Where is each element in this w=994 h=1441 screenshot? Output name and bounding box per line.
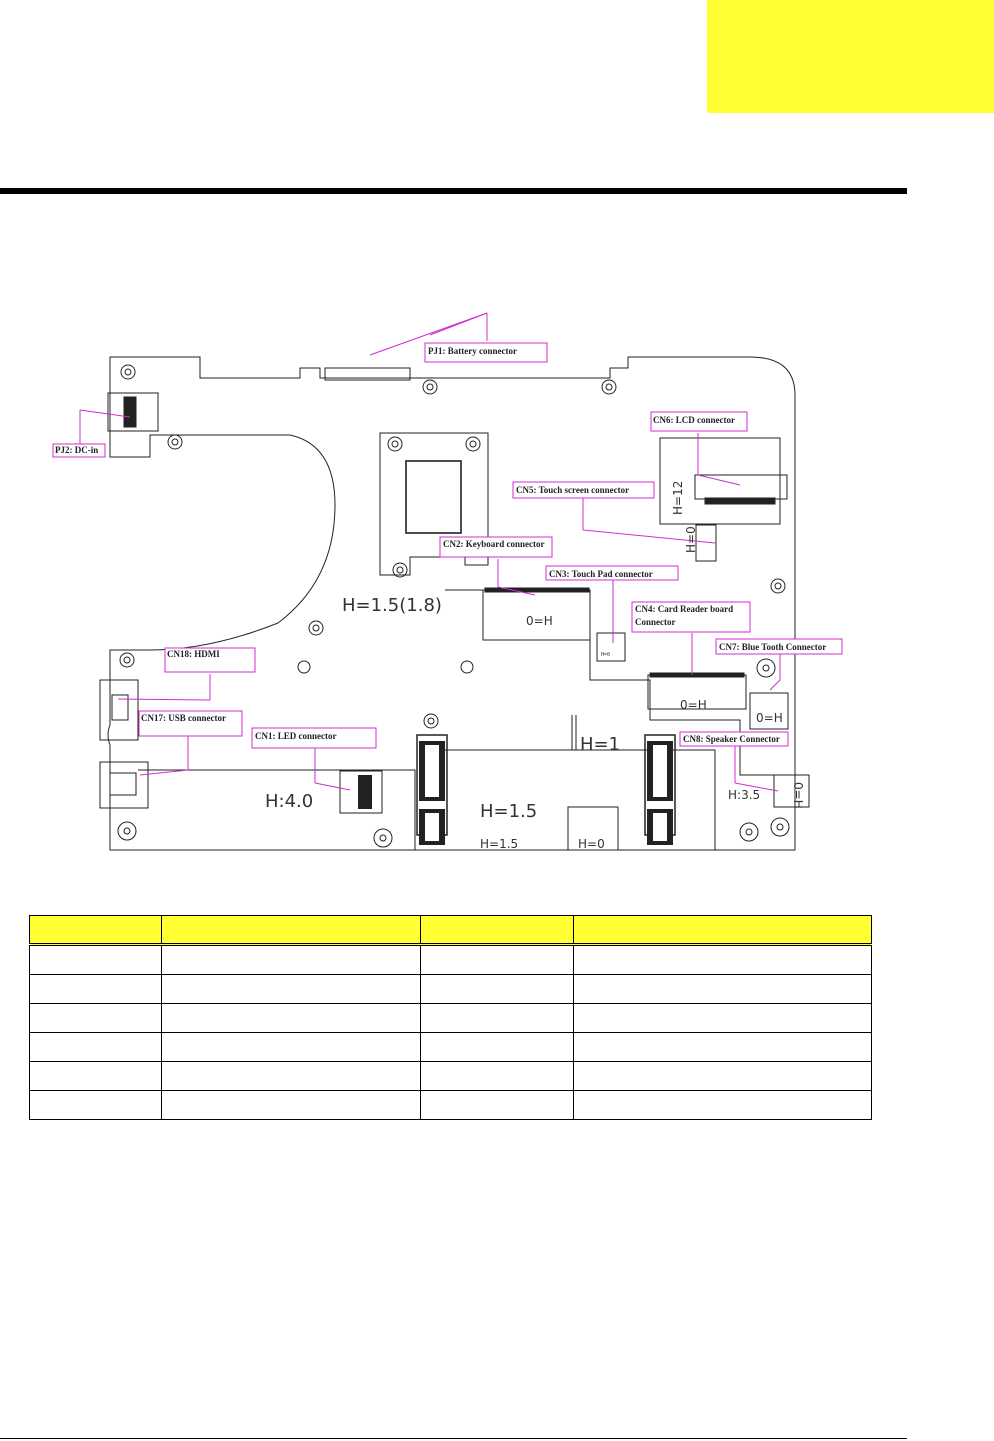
table-cell [161, 1032, 421, 1062]
height-mark-lcd: H=12 [671, 481, 685, 515]
led-connector-label: CN1: LED connector [255, 731, 337, 741]
table-header-cell [420, 915, 574, 946]
table-cell [573, 1003, 872, 1033]
keyboard-connector-label: CN2: Keyboard connector [443, 539, 544, 549]
table-cell [420, 1090, 574, 1120]
usb-connector-label: CN17: USB connector [141, 713, 226, 723]
table-cell [161, 1003, 421, 1033]
board-diagram: PJ1: Battery connector PJ2: DC-in CN6: L… [50, 305, 850, 860]
touch-pad-connector-label: CN3: Touch Pad connector [549, 569, 653, 579]
table-row [29, 944, 872, 975]
height-mark-touch-screen: H=0 [684, 526, 698, 553]
table-cell [161, 974, 421, 1004]
table-header-cell [161, 915, 421, 946]
table-cell [573, 1090, 872, 1120]
table-cell [29, 944, 162, 975]
table-row [29, 974, 872, 1004]
height-mark-h0: H=0 [578, 837, 605, 851]
table-cell [420, 944, 574, 975]
table-cell [29, 1003, 162, 1033]
table-cell [161, 1061, 421, 1091]
height-mark-center: H=1.5 [480, 801, 537, 822]
board-svg: PJ1: Battery connector PJ2: DC-in CN6: L… [52, 312, 843, 851]
connector-table [29, 915, 872, 1120]
table-row [29, 1032, 872, 1062]
table-row [29, 1003, 872, 1033]
table-cell [420, 1032, 574, 1062]
dc-in-label: PJ2: DC-in [55, 445, 98, 455]
chapter-tab [707, 0, 994, 113]
table-cell [573, 1032, 872, 1062]
table-cell [573, 1061, 872, 1091]
height-mark-speaker-zero: 0=H [791, 782, 805, 809]
table-cell [161, 944, 421, 975]
height-mark-bottom: H=1.5 [480, 837, 518, 851]
card-reader-label-line1: CN4: Card Reader board [635, 604, 733, 614]
table-header-row [29, 915, 872, 946]
height-mark-card-reader: 0=H [680, 698, 707, 712]
table-row [29, 1090, 872, 1120]
speaker-connector-label: CN8: Speaker Connector [683, 734, 780, 744]
height-mark-speaker: H:3.5 [728, 788, 760, 802]
header-rule [0, 188, 907, 194]
table-row [29, 1061, 872, 1091]
touch-screen-connector-label: CN5: Touch screen connector [516, 485, 629, 495]
table-header-cell [29, 915, 162, 946]
card-reader-label-line2: Connector [635, 617, 676, 627]
table-cell [573, 974, 872, 1004]
table-cell [29, 1090, 162, 1120]
table-cell [29, 1061, 162, 1091]
table-cell [573, 944, 872, 975]
height-mark-bluetooth: 0=H [756, 711, 783, 725]
battery-connector-label: PJ1: Battery connector [428, 346, 517, 356]
table-cell [29, 1032, 162, 1062]
height-mark-keyboard: 0=H [526, 614, 553, 628]
height-mark-cpu: H=1.5(1.8) [342, 595, 442, 616]
table-cell [420, 1003, 574, 1033]
table-header-cell [573, 915, 872, 946]
hdmi-label: CN18: HDMI [167, 649, 220, 659]
height-mark-h1: H=1 [580, 734, 620, 755]
footer-rule [0, 1438, 907, 1439]
table-cell [161, 1090, 421, 1120]
bluetooth-connector-label: CN7: Blue Tooth Connector [719, 642, 826, 652]
height-mark-touch-pad: H=0 [601, 652, 610, 658]
table-cell [420, 974, 574, 1004]
height-mark-led: H:4.0 [265, 791, 313, 812]
table-cell [420, 1061, 574, 1091]
lcd-connector-label: CN6: LCD connector [653, 415, 735, 425]
table-cell [29, 974, 162, 1004]
